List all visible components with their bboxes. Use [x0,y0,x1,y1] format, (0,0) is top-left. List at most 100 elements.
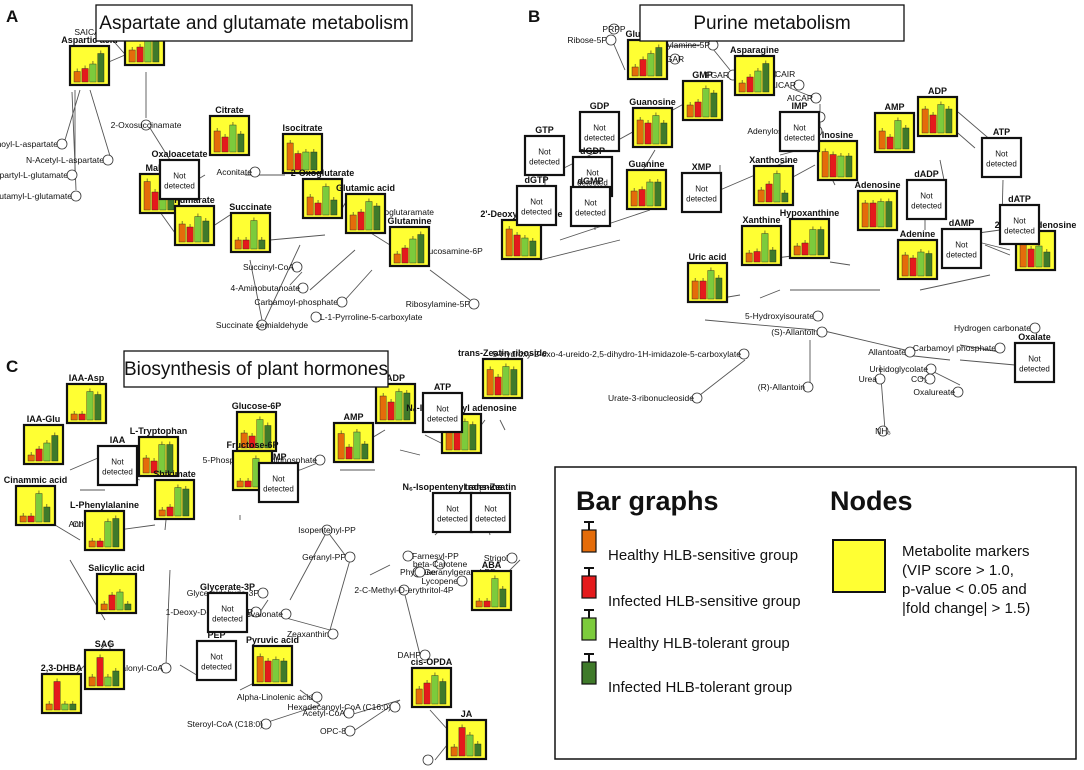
metabolite-dahp: DAHP [397,649,431,661]
metabolite-circle [336,296,348,308]
bar [272,659,280,683]
not-detected-box [680,171,723,214]
pathway-edge [399,449,421,456]
bar [365,201,373,231]
marker-label: GMP [692,70,713,80]
marker-node-aba: ABA [470,560,513,612]
metabolite-label: Strigol [484,553,508,563]
metabolite-farnesyl-pp: Farnesyl-PP [402,550,459,562]
marker-node-iaa-glu: IAA-Glu [22,414,65,466]
metabolite-circle [434,558,446,570]
bar [51,435,59,462]
metabolite-label: Alpha-Linolenic acid [237,692,313,702]
bar [43,442,51,462]
bar [116,591,124,611]
metabolite-circle [793,79,805,91]
metabolite-circle [297,282,309,294]
not-detected-box [421,391,464,434]
metabolite-n-carbamoyl-l-aspartate: N-Carbamoyl-L-aspartate [0,138,68,150]
metabolite-label: Aconitate [217,167,253,177]
metabolite-label: FGAR [705,70,729,80]
bar [70,413,78,421]
bar [330,199,338,216]
legend-marker-line-3: p-value < 0.05 and [902,581,1027,598]
bar [337,433,345,460]
bar [505,228,513,257]
not-detected-label: N₆-Isopentenyl adenine [402,482,502,492]
bar [885,201,893,228]
bar [945,108,953,134]
not-detected-text: Not [584,199,597,208]
bar [142,457,150,474]
marker-node-shikimate: Shikimate [153,469,196,521]
bar [773,173,781,203]
marker-label: Aspartic acid [61,35,118,45]
bar [174,487,182,517]
metabolite-lycopene: Lycopene [421,575,468,587]
bar [280,660,288,683]
bar [409,238,417,264]
marker-label: cis-OPDA [411,657,453,667]
bar [644,122,652,145]
not-detected-text: detected [575,209,606,218]
not-detected-text: Not [538,148,551,157]
metabolite-circle [468,298,480,310]
bar [761,233,769,263]
bar [229,124,237,153]
metabolite-label: 2-C-Methyl-D-erythritol-4P [354,585,454,595]
legend-marker-line-1: Metabolite markers [902,543,1030,560]
bar [136,46,144,63]
metabolite-carbamoyl-phosphate: Carbamoyl phosphate [913,342,1006,354]
bar [738,82,746,93]
not-detected-text: Not [1028,355,1041,364]
metabolite-circle [1029,322,1041,334]
marker-label: Glutamine [387,216,431,226]
metabolite-carbamoyl-phosphate: Carbamoyl-phosphate [254,296,348,308]
not-detected-box [158,158,201,201]
marker-label: Succinate [229,202,272,212]
metabolite-circle [802,381,814,393]
bar [286,142,294,171]
bar [194,216,202,243]
not-detected-box [569,185,612,228]
bar [256,656,264,683]
bar [128,49,136,63]
marker-box [14,484,57,527]
metabolite-label: Isopentenyl-PP [298,525,356,535]
metabolite-circle [398,584,410,596]
metabolite-circle [56,138,68,150]
metabolite-r-allantoin: (R)-Allantoin [758,381,814,393]
metabolite-circle [414,566,426,578]
bar [715,277,723,300]
pathway-edge [789,87,816,99]
metabolite-label: Oxalureate [913,387,955,397]
marker-node-gmp: GMP [681,70,724,122]
bar [474,743,482,757]
not-detected-label: ATP [434,382,451,392]
marker-node-cinammic-acid: Cinammic acid [4,475,67,527]
bar [379,395,387,421]
marker-label: Citrate [215,105,244,115]
metabolite-circle [389,701,401,713]
bar [929,114,937,134]
not-detected-text: detected [212,615,243,624]
marker-node-2-3-dhba: 2,3-DHBA [41,663,83,715]
bar [765,183,773,203]
marker-label: IAA-Asp [69,373,105,383]
bar [166,506,174,517]
pathway-edge [404,594,421,656]
not-detected-label: GTP [535,125,554,135]
marker-label: ABA [482,560,502,570]
bar [53,681,61,711]
bar [143,181,151,211]
pathway-edge [829,261,851,266]
bar [745,252,753,263]
marker-node-glutamic-acid: Glutamic acid [336,183,395,235]
marker-node-sag: SAG [83,639,126,691]
metabolite-zeaxanthin: Zeaxanthin [287,628,339,640]
not-detected-box [469,491,512,534]
bar [151,191,159,211]
not-detected-text: detected [584,134,615,143]
marker-node-hypoxanthine: Hypoxanthine [780,208,839,260]
bar [638,189,646,207]
